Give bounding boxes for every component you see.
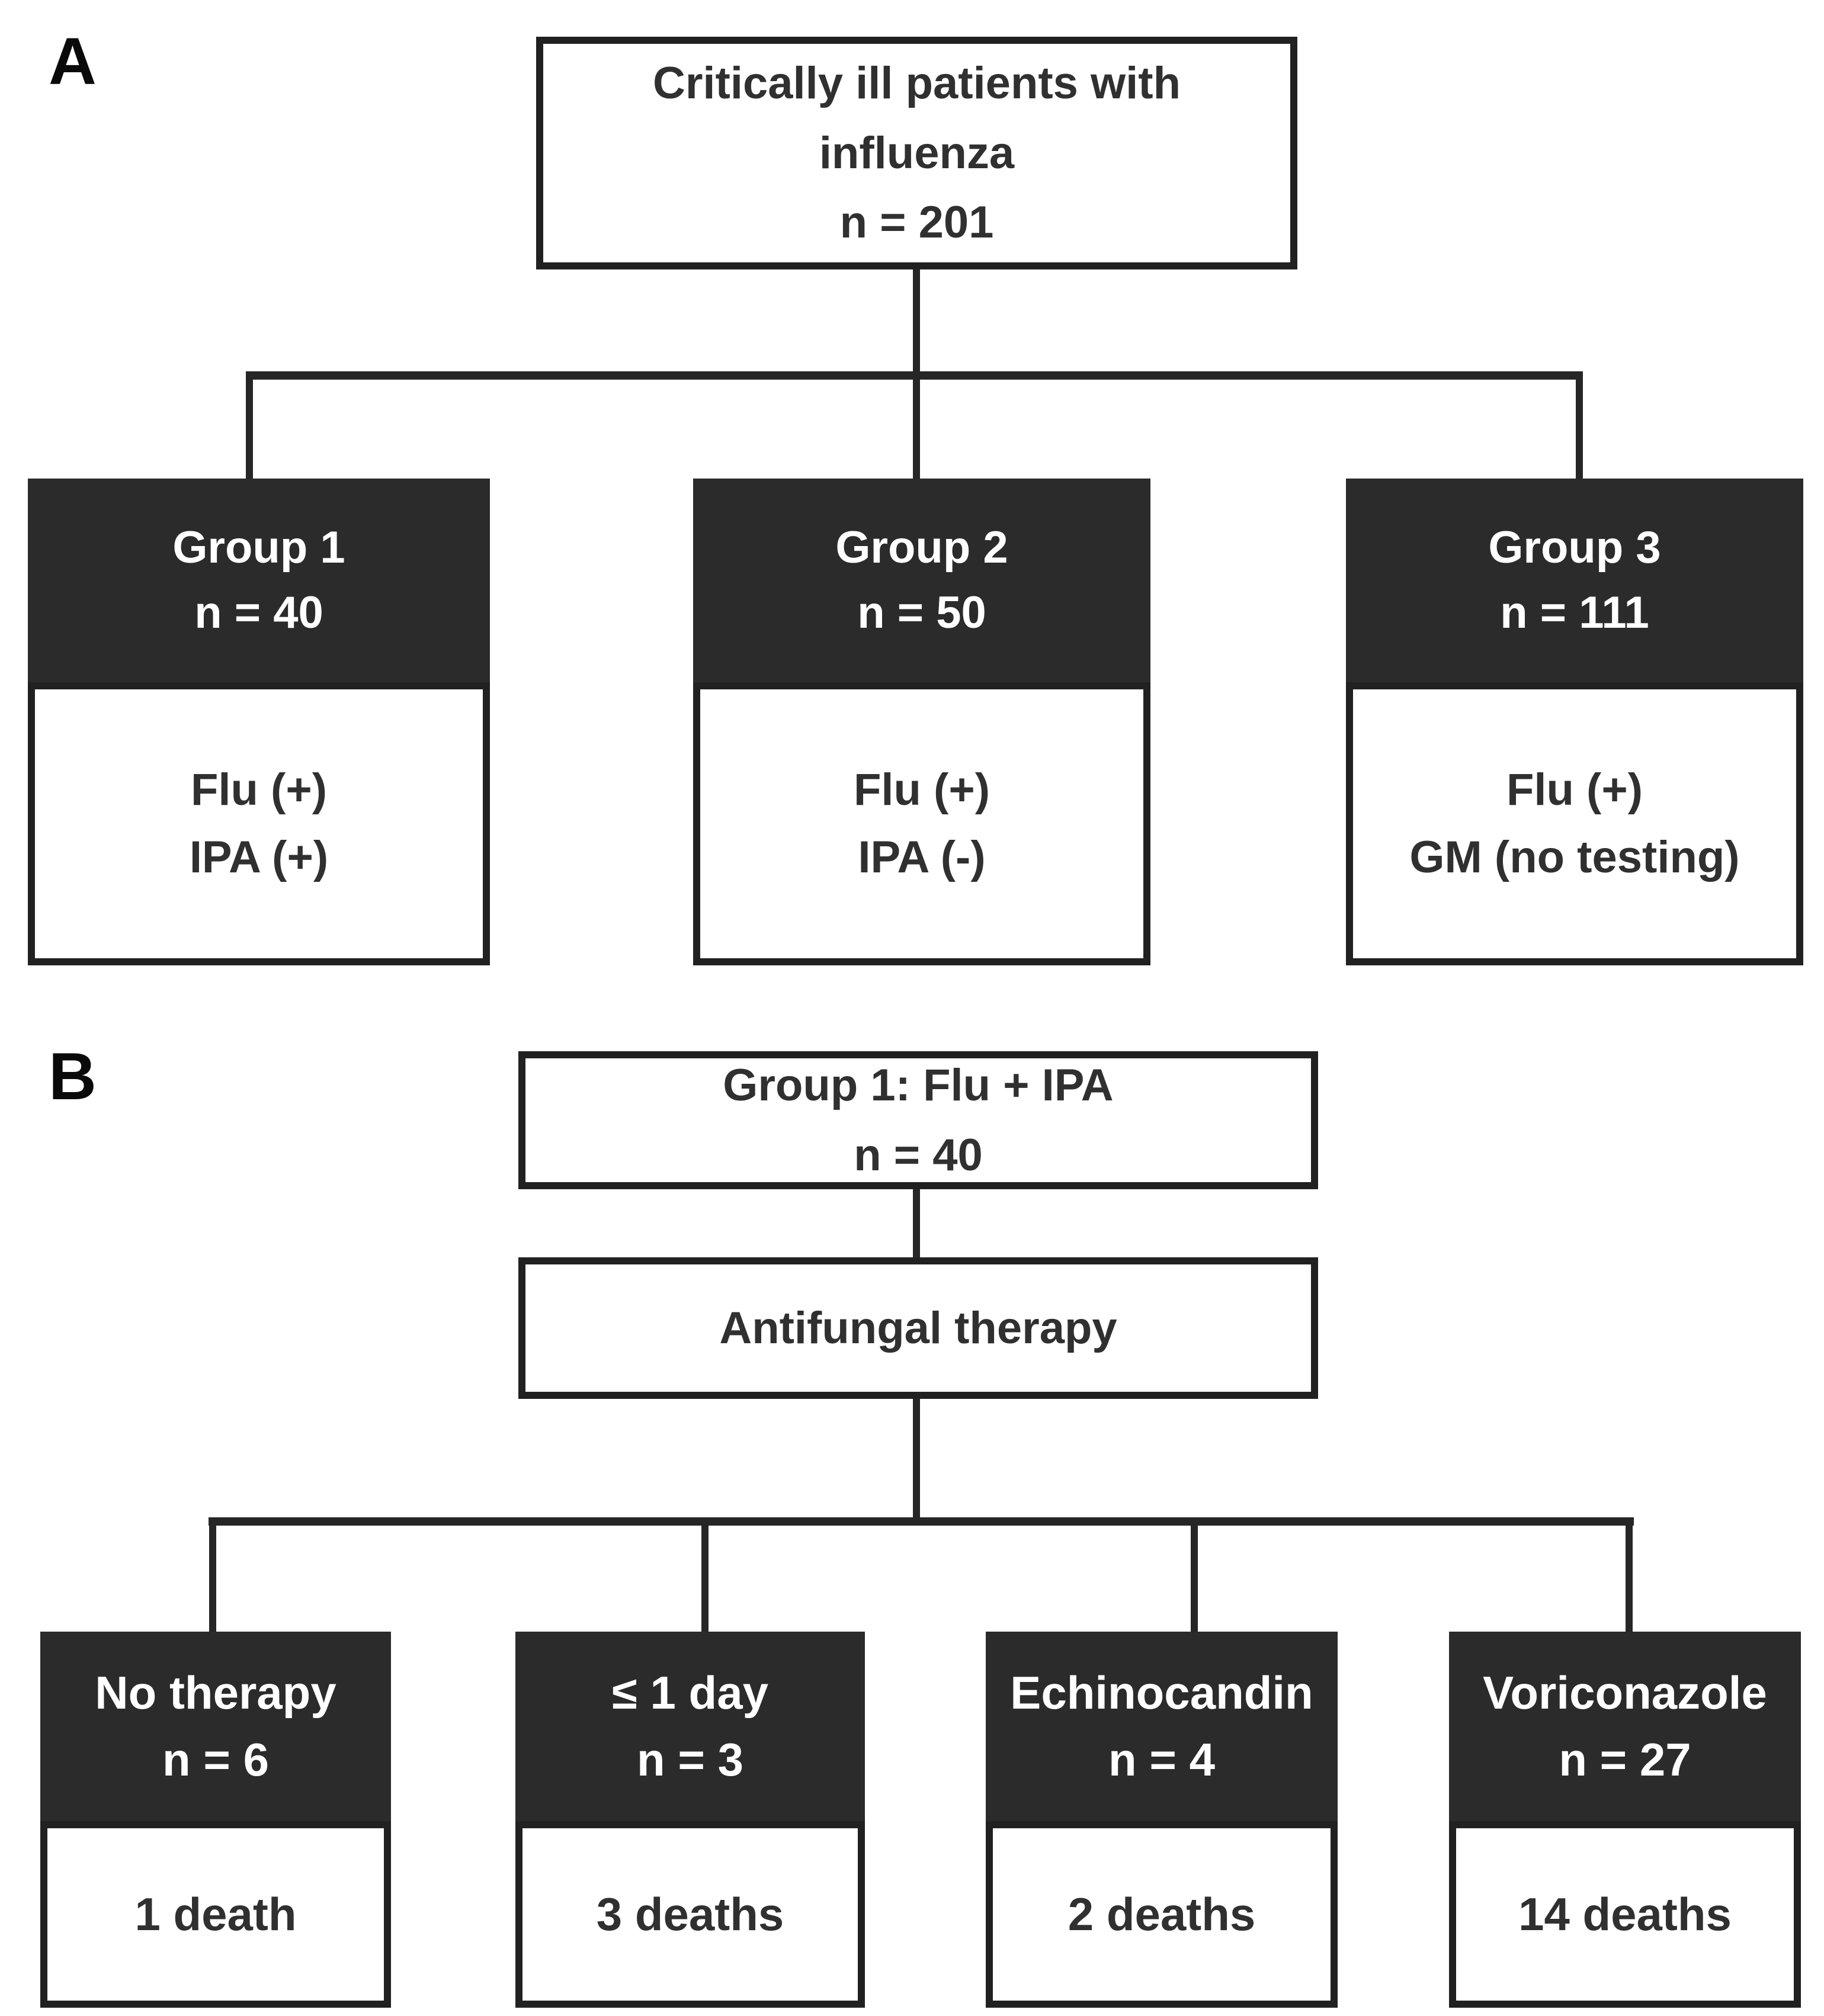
group-count: n = 27 xyxy=(1559,1733,1691,1786)
group-count: n = 111 xyxy=(1500,588,1649,638)
group-header: Group 1 n = 40 xyxy=(28,479,490,682)
connector-drop-b1 xyxy=(209,1524,216,1633)
panel-b-root-box: Group 1: Flu + IPA n = 40 xyxy=(518,1051,1318,1189)
root-box-text-line: influenza xyxy=(819,127,1015,178)
therapy-box-echinocandin: Echinocandin n = 4 2 deaths xyxy=(986,1632,1338,2008)
group-body: 1 death xyxy=(40,1821,391,2008)
group-box-1: Group 1 n = 40 Flu (+) IPA (+) xyxy=(28,479,490,965)
group-body-line: Flu (+) xyxy=(190,765,328,815)
therapy-box-voriconazole: Voriconazole n = 27 14 deaths xyxy=(1449,1632,1801,2008)
connector-drop-b2 xyxy=(701,1524,709,1633)
group-header: Voriconazole n = 27 xyxy=(1449,1632,1801,1821)
group-body: Flu (+) IPA (+) xyxy=(28,682,490,965)
group-header: Group 2 n = 50 xyxy=(693,479,1150,682)
connector-stem-b2 xyxy=(913,1399,920,1517)
outcome-text: 14 deaths xyxy=(1518,1887,1732,1940)
group-box-2: Group 2 n = 50 Flu (+) IPA (-) xyxy=(693,479,1150,965)
group-body: 14 deaths xyxy=(1449,1821,1801,2008)
group-title: ≤ 1 day xyxy=(612,1666,768,1719)
connector-drop-a2 xyxy=(913,378,920,480)
panel-a-label: A xyxy=(49,24,97,98)
group-count: n = 3 xyxy=(637,1733,743,1786)
connector-drop-a1 xyxy=(246,378,253,480)
root-box-text-line: Critically ill patients with xyxy=(652,57,1181,108)
group-title: Echinocandin xyxy=(1010,1666,1313,1719)
group-title: Group 1 xyxy=(172,522,345,573)
box-text-line: Antifungal therapy xyxy=(719,1302,1117,1353)
group-body-line: Flu (+) xyxy=(853,765,990,815)
group-body: Flu (+) GM (no testing) xyxy=(1346,682,1803,965)
group-body-line: GM (no testing) xyxy=(1409,832,1740,882)
root-box-text-line: n = 201 xyxy=(839,197,994,248)
group-body: 2 deaths xyxy=(986,1821,1338,2008)
group-body-line: IPA (+) xyxy=(189,832,329,882)
therapy-box-1-day: ≤ 1 day n = 3 3 deaths xyxy=(515,1632,865,2008)
panel-a-root-box: Critically ill patients with influenza n… xyxy=(536,37,1297,269)
outcome-text: 2 deaths xyxy=(1068,1887,1256,1940)
root-box-text-line: Group 1: Flu + IPA xyxy=(723,1060,1114,1110)
group-header: ≤ 1 day n = 3 xyxy=(515,1632,865,1821)
group-count: n = 40 xyxy=(194,588,323,638)
group-title: Voriconazole xyxy=(1483,1666,1767,1719)
group-title: Group 3 xyxy=(1488,522,1661,573)
connector-drop-a3 xyxy=(1576,378,1583,480)
connector-stem-b1 xyxy=(913,1189,920,1259)
group-header: Echinocandin n = 4 xyxy=(986,1632,1338,1821)
outcome-text: 1 death xyxy=(134,1887,297,1940)
group-body-line: IPA (-) xyxy=(858,832,986,882)
group-title: Group 2 xyxy=(835,522,1008,573)
connector-stem-a xyxy=(913,269,920,374)
group-count: n = 50 xyxy=(857,588,986,638)
group-header: No therapy n = 6 xyxy=(40,1632,391,1821)
group-title: No therapy xyxy=(95,1666,336,1719)
group-body: Flu (+) IPA (-) xyxy=(693,682,1150,965)
group-box-3: Group 3 n = 111 Flu (+) GM (no testing) xyxy=(1346,479,1803,965)
panel-b-label: B xyxy=(49,1039,97,1113)
outcome-text: 3 deaths xyxy=(596,1887,784,1940)
root-box-text-line: n = 40 xyxy=(854,1129,983,1180)
group-header: Group 3 n = 111 xyxy=(1346,479,1803,682)
connector-drop-b3 xyxy=(1191,1524,1198,1633)
connector-bar-b xyxy=(209,1517,1634,1526)
antifungal-therapy-box: Antifungal therapy xyxy=(518,1257,1318,1399)
therapy-box-no-therapy: No therapy n = 6 1 death xyxy=(40,1632,391,2008)
connector-bar-a xyxy=(246,371,1583,380)
group-body-line: Flu (+) xyxy=(1506,765,1643,815)
connector-drop-b4 xyxy=(1626,1524,1633,1633)
group-count: n = 4 xyxy=(1108,1733,1215,1786)
group-body: 3 deaths xyxy=(515,1821,865,2008)
group-count: n = 6 xyxy=(162,1733,269,1786)
